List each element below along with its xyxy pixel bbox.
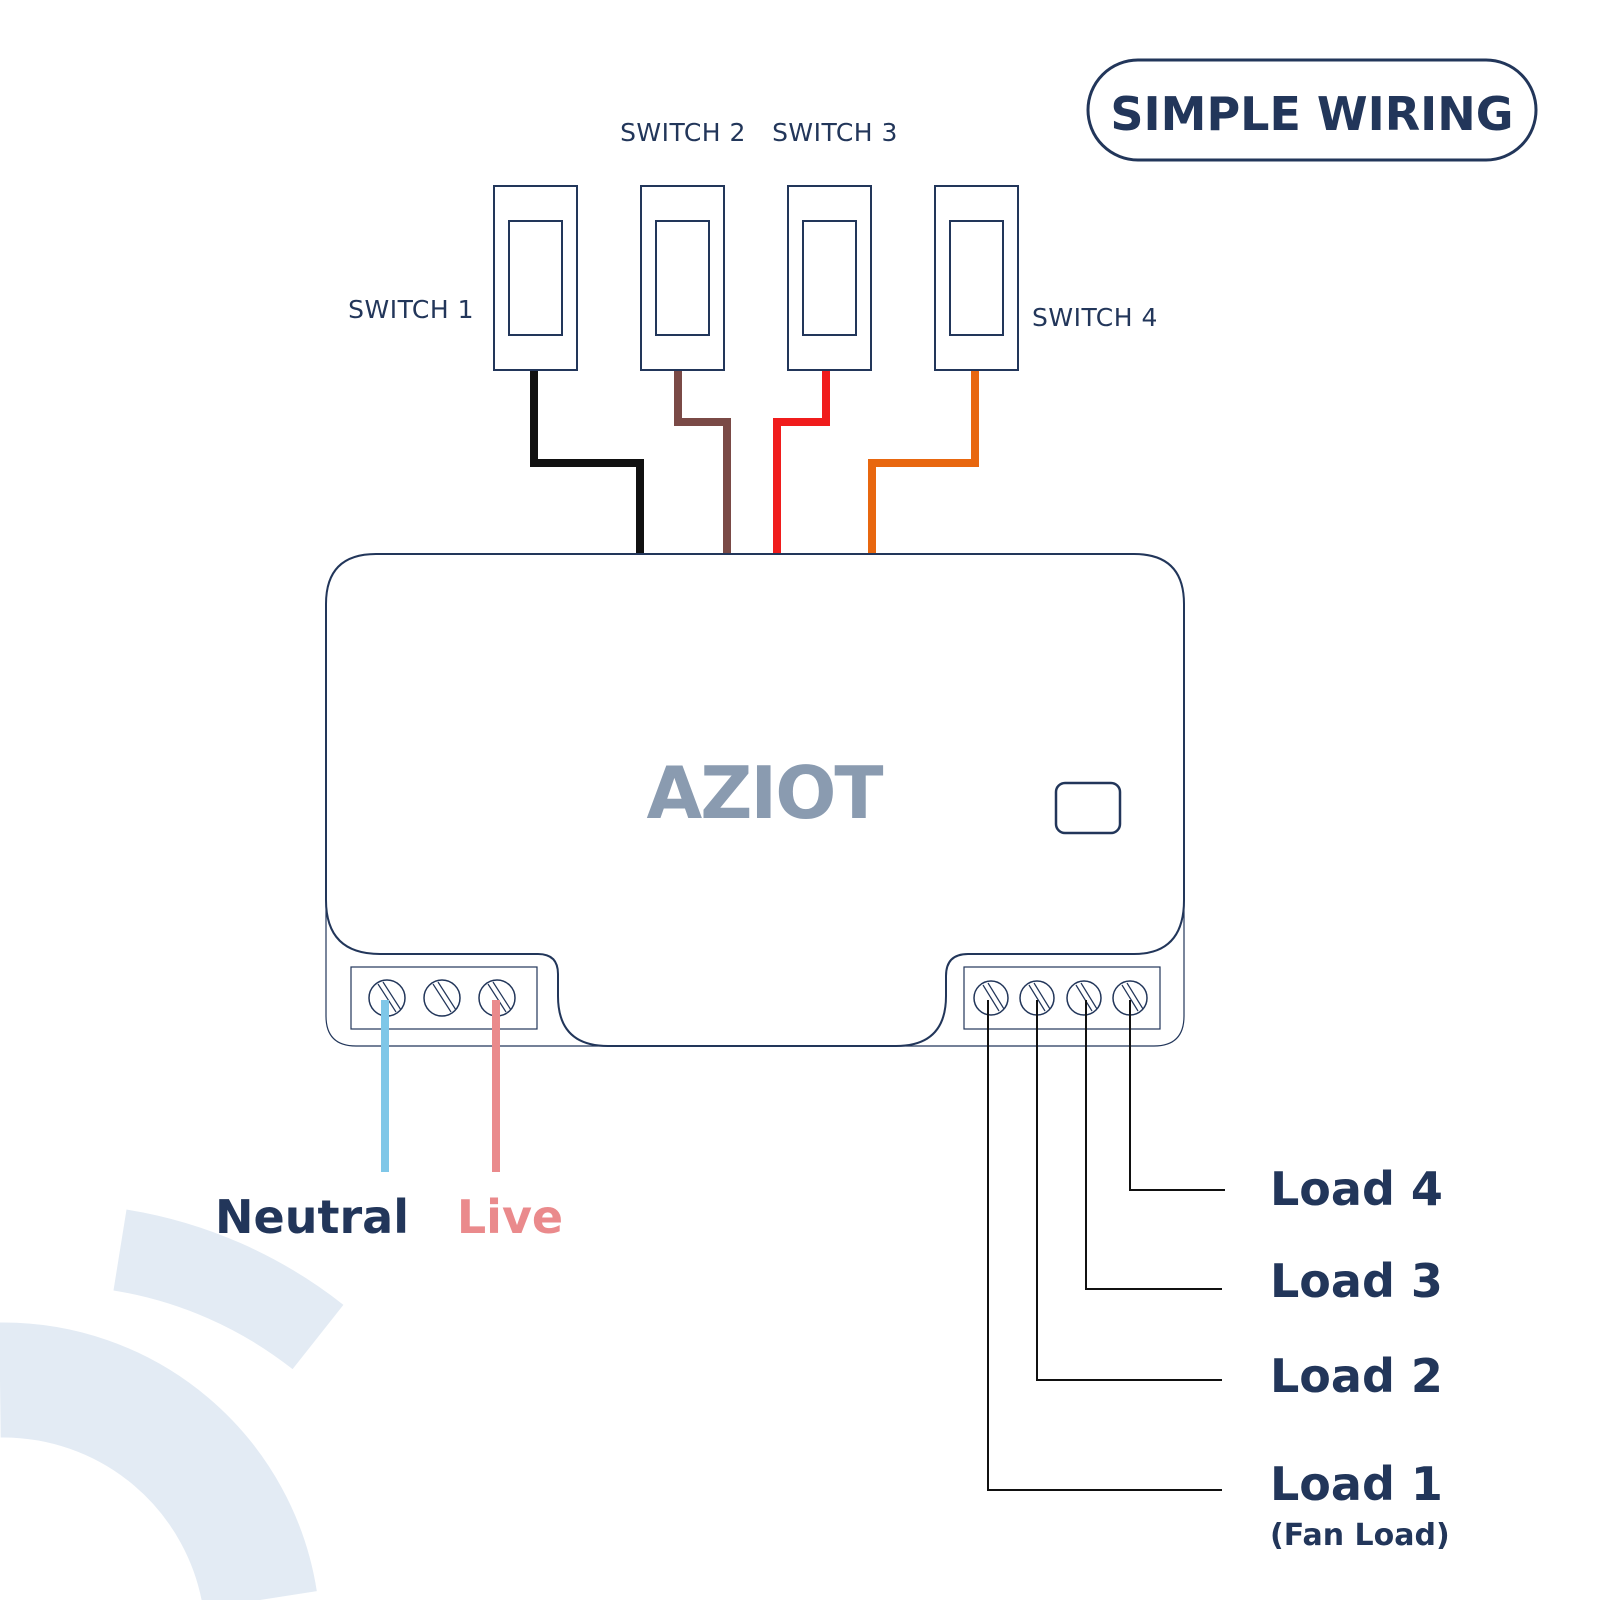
switch-1-wire: [530, 370, 644, 556]
live-label: Live: [457, 1190, 563, 1244]
switch-3-label: SWITCH 3: [772, 118, 898, 147]
load-2-label: Load 2: [1270, 1349, 1443, 1403]
load-1-wire: [987, 1000, 1222, 1491]
module-button[interactable]: [1054, 781, 1122, 835]
terminal-screw: [423, 979, 461, 1017]
switch-1: [493, 185, 578, 371]
switch-2-wire: [674, 370, 731, 556]
decor-arc-outer: [112, 1209, 344, 1370]
switch-4-wire: [868, 370, 979, 556]
decorative-arcs: [0, 1209, 344, 1600]
title-text: SIMPLE WIRING: [1110, 87, 1513, 141]
switch-4: [934, 185, 1019, 371]
switches: [493, 185, 1019, 371]
load-1-label: Load 1: [1270, 1457, 1443, 1511]
load-3-label: Load 3: [1270, 1254, 1443, 1308]
switch-4-label: SWITCH 4: [1032, 303, 1158, 332]
switch-3: [787, 185, 872, 371]
switch-3-wire: [773, 370, 830, 556]
supply-terminal-block: [350, 966, 538, 1030]
switch-2-label: SWITCH 2: [620, 118, 746, 147]
load-2-wire: [1036, 1000, 1222, 1381]
decor-arc-inner: [0, 1322, 317, 1600]
terminal-screw: [973, 980, 1009, 1016]
module-housing: [325, 553, 1185, 1047]
terminal-screw: [478, 979, 516, 1017]
neutral-label: Neutral: [215, 1190, 409, 1244]
load-4-label: Load 4: [1270, 1162, 1443, 1216]
load-3-wire: [1085, 1000, 1222, 1290]
switch-2: [640, 185, 725, 371]
switch-1-label: SWITCH 1: [348, 295, 474, 324]
terminal-screw: [1066, 980, 1102, 1016]
load-1-note: (Fan Load): [1270, 1518, 1450, 1553]
switch-wires: [530, 370, 979, 556]
load-4-wire: [1129, 1000, 1225, 1191]
brand-logo: AZIOT: [646, 751, 883, 835]
load-terminal-block: [963, 966, 1161, 1030]
load-wires: [987, 1000, 1225, 1491]
title-badge: SIMPLE WIRING: [1086, 58, 1538, 162]
